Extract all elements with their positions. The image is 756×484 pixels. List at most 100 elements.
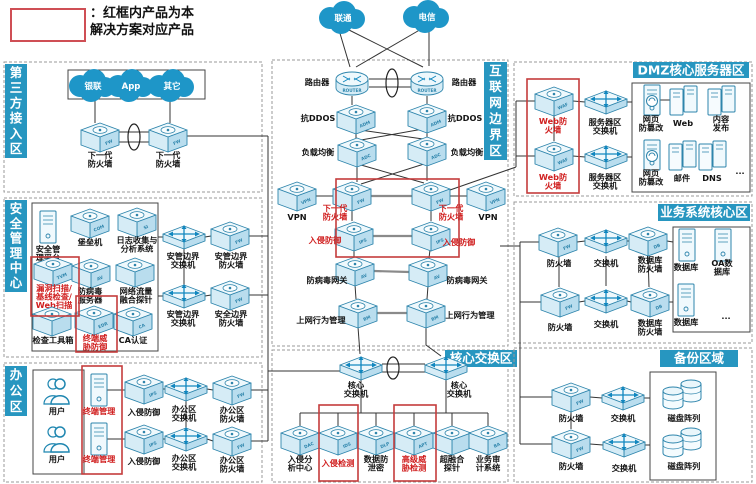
node-label-hci-probe: 超融合探针 [439, 454, 465, 473]
device-tag-db-fw-2: DB [655, 303, 664, 311]
node-ips-left: IPS [334, 221, 374, 252]
zone-label-backup-area: 备份区域 [673, 351, 725, 366]
node-label-backup-fw-1: 防火墙 [559, 413, 584, 423]
node-db-server-1 [678, 228, 696, 262]
device-tag-behavior-right: BM [430, 314, 439, 323]
node-label-office-switch-1: 办公区交换机 [172, 404, 197, 423]
node-label-content-publish: 内容发布 [712, 114, 730, 133]
node-cloud-other: 其它 [148, 69, 194, 102]
svg-text:联通: 联通 [334, 13, 352, 24]
node-label-biz-audit: 业务审计系统 [476, 454, 501, 473]
node-label-traffic-probe: 网络流量融合探针 [120, 286, 153, 305]
zone-label-core-switching: 核心交换区 [450, 351, 513, 366]
cluster-link-ellipse [386, 356, 400, 380]
device-tag-log-analysis: SI [143, 224, 150, 232]
device-tag-mgmt-edge-fw-1: FW [234, 237, 244, 246]
node-behavior-left: BM [338, 298, 378, 329]
device-tag-sec-edge-fw-2: FW [234, 296, 244, 305]
device-tag-bastion-host: COM [93, 224, 106, 234]
node-ips-right: IPS [411, 221, 451, 252]
node-label-log-analysis: 日志收集与分析系统 [117, 235, 158, 254]
node-label-antiddos-right: 抗DDOS [448, 113, 483, 123]
solution-highlight-frame [81, 365, 123, 475]
node-router-right: ROUTER [410, 71, 444, 96]
node-office-ips-1: IPS [124, 374, 164, 405]
node-label-antitamper-1: 网页防篡改 [639, 114, 664, 133]
device-tag-ips-left: IPS [358, 237, 368, 246]
node-label-vpn-right: VPN [478, 212, 497, 222]
node-vpn-left: VPN [277, 181, 317, 212]
node-label-core-switch-right: 核心交换机 [447, 380, 472, 399]
node-label-mail-server: 邮件 [674, 173, 690, 183]
node-label-disk-array-1: 磁盘阵列 [668, 413, 701, 423]
node-label-ngfw-right: 下一代防火墙 [439, 203, 464, 222]
node-label-db-server-2: 数据库 [674, 317, 699, 327]
node-disk-array-1 [662, 379, 702, 410]
device-tag-dlp: DLP [380, 441, 391, 450]
node-backup-switch-1 [601, 386, 645, 411]
node-label-biz-switch-2: 交换机 [594, 319, 619, 329]
node-sec-mgmt-platform [39, 210, 57, 244]
node-label-av-server: 防病毒服务器 [78, 286, 103, 305]
node-thirdparty-fw-2: FW [148, 122, 188, 153]
node-loadbalance-right: ADC [407, 136, 447, 167]
legend-red-frame [10, 8, 86, 42]
device-tag-ngfw-right: FW [435, 197, 445, 206]
node-office-ips-2: IPS [124, 424, 164, 455]
node-label-dns-server: DNS [702, 173, 722, 183]
node-label-ca-auth: CA认证 [119, 335, 149, 345]
node-label-edr: 终端威胁防御 [83, 333, 108, 352]
node-biz-fw-1: FW [538, 227, 578, 258]
device-tag-loadbalance-right: ADC [430, 152, 442, 162]
node-label-thirdparty-fw-1: 下一代防火墙 [88, 150, 113, 169]
node-av-gw-left: AV [335, 256, 375, 287]
node-backup-fw-2: FW [551, 429, 591, 460]
node-label-office-ips-1: 入侵防御 [127, 407, 161, 417]
node-label-office-user-2: 用户 [48, 454, 65, 464]
node-log-analysis: SI [117, 207, 157, 238]
node-label-biz-fw-1: 防火墙 [547, 258, 572, 268]
device-tag-av-gw-left: AV [360, 272, 369, 280]
zone-office-area: 办公区 [3, 362, 263, 483]
zone-biz-system-core: 业务系统核心区 [513, 201, 753, 344]
node-label-behavior-right: 上网行为管理 [445, 310, 495, 320]
node-core-switch-right [424, 356, 468, 381]
device-tag-thirdparty-fw-1: FW [104, 138, 114, 147]
node-cloud-unicom: 联通 [319, 1, 365, 34]
device-tag-vpn-left: VPN [300, 197, 312, 207]
node-label-backup-switch-2: 交换机 [612, 463, 637, 473]
node-label-antitamper-2: 网页防篡改 [639, 168, 664, 187]
device-tag-vuln-scanner: TVM [56, 272, 68, 282]
node-oa-db-server [714, 228, 732, 262]
node-waf-1: WAF [534, 86, 574, 117]
zone-label-office-area: 办公区 [10, 367, 23, 414]
node-label-oa-db-server: OA数据库 [711, 258, 733, 277]
node-label-thirdparty-fw-2: 下一代防火墙 [156, 150, 181, 169]
device-tag-office-fw-2: FW [236, 442, 246, 451]
node-label-backup-switch-1: 交换机 [611, 413, 636, 423]
device-tag-ca-auth: CA [138, 322, 147, 330]
device-tag-loadbalance-left: ADC [360, 153, 372, 163]
zone-label-internet-boundary: 互联网边界区 [488, 63, 502, 158]
node-label-db-server-1: 数据库 [674, 262, 699, 272]
node-terminal-mgmt-2 [90, 422, 108, 456]
node-label-mgmt-edge-switch-1: 安管边界交换机 [167, 251, 201, 270]
node-dns-server [698, 140, 727, 171]
node-label-biz-more: ··· [721, 313, 730, 323]
node-label-inspect-toolbox: 检查工具箱 [33, 335, 74, 345]
svg-text:ROUTER: ROUTER [342, 88, 362, 93]
node-label-waf-2: Web防火墙 [539, 172, 567, 191]
node-label-av-gw-left: 防病毒网关 [307, 275, 349, 285]
node-cloud-telecom: 电信 [403, 0, 449, 33]
legend-line-2: 解决方案对应产品 [90, 23, 195, 38]
node-dmz-switch-1 [584, 90, 628, 115]
device-tag-ips-right: IPS [435, 237, 445, 246]
node-label-ips-left: 入侵防御 [308, 235, 342, 245]
device-tag-biz-fw-2: FW [564, 303, 574, 312]
device-tag-office-ips-1: IPS [148, 390, 158, 399]
node-antitamper-1 [643, 84, 661, 116]
node-db-fw-2: DB [630, 287, 670, 318]
node-label-db-fw-2: 数据库防火墙 [638, 318, 663, 337]
node-terminal-mgmt-1 [90, 373, 108, 407]
node-av-server: AV [71, 258, 111, 289]
